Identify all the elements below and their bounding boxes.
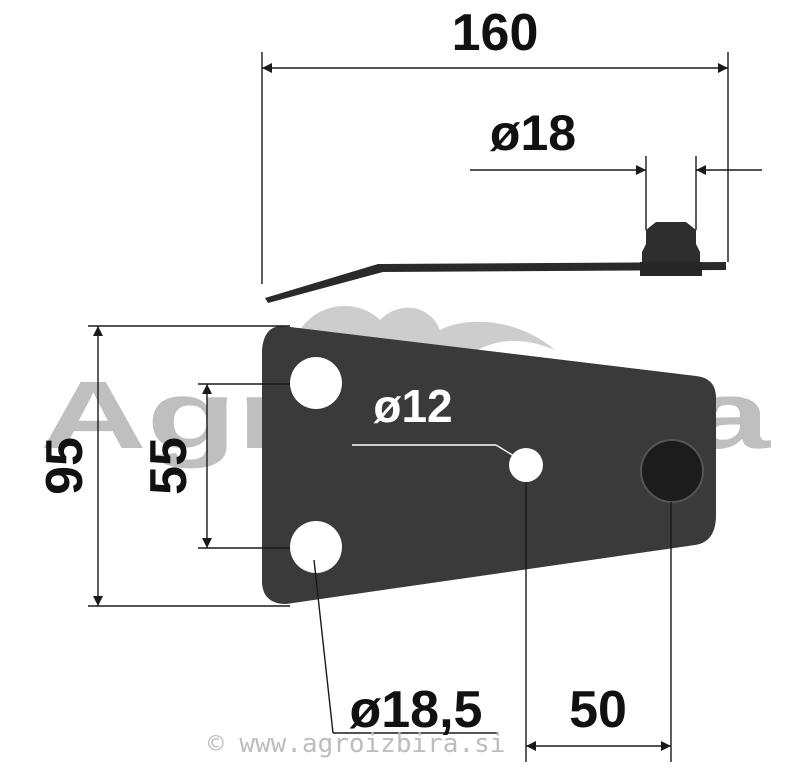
side-view xyxy=(265,222,726,303)
plate xyxy=(262,326,716,604)
dim-small-hole-diameter: ø12 xyxy=(352,380,515,457)
watermark-bull-icon xyxy=(300,306,555,355)
dim-pin-diameter-label: ø18 xyxy=(490,105,576,161)
dim-small-hole-diameter-label: ø12 xyxy=(373,380,452,432)
dim-overall-height: 95 xyxy=(36,325,290,607)
side-view-pin xyxy=(642,222,700,266)
dim-mount-hole-diameter-label: ø18,5 xyxy=(350,681,483,739)
dim-hole-spacing-label: 55 xyxy=(140,437,198,495)
side-view-pin-nut xyxy=(640,262,702,276)
dim-pin-offset: 50 xyxy=(525,482,672,762)
watermark-url: © www.agroizbira.si xyxy=(208,729,505,759)
dim-pin-diameter: ø18 xyxy=(470,105,762,230)
dim-overall-length-label: 160 xyxy=(452,4,539,62)
dim-hole-spacing: 55 xyxy=(140,383,316,549)
side-view-profile xyxy=(265,262,726,303)
dim-mount-hole-diameter: ø18,5 xyxy=(313,559,498,739)
pin-head-rim xyxy=(640,439,704,503)
mount-hole-bottom xyxy=(290,521,342,573)
dim-pin-offset-label: 50 xyxy=(569,681,627,739)
dim-overall-length: 160 xyxy=(261,4,729,284)
dim-overall-height-label: 95 xyxy=(36,437,94,495)
pin-head xyxy=(641,440,703,502)
mount-hole-top xyxy=(290,357,342,409)
plate-body xyxy=(262,326,716,604)
small-hole xyxy=(509,448,543,482)
